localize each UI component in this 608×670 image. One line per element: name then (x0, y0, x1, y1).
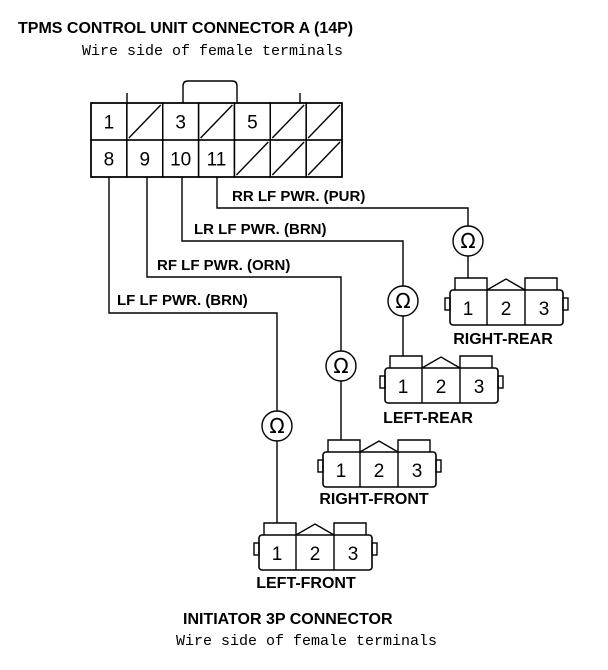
connector-tab (389, 355, 423, 368)
connector-side-key (497, 375, 504, 389)
ohm-icon (387, 285, 419, 317)
connector-side-key (444, 297, 451, 311)
footer-subtitle: Wire side of female terminals (176, 633, 437, 650)
connector-tab (454, 277, 488, 290)
connector-a-cells: 1 3 5 8 9 10 11 (90, 102, 343, 178)
initiator-label-right-rear: RIGHT-REAR (453, 331, 553, 348)
pin-3: 3 (412, 461, 423, 482)
connector-side-key (379, 375, 386, 389)
initiator-label-right-front: RIGHT-FRONT (319, 491, 429, 508)
initiator-label-left-front: LEFT-FRONT (256, 575, 356, 592)
ohm-symbol: Ω (460, 229, 475, 253)
diagram-title: TPMS CONTROL UNIT CONNECTOR A (14P) (18, 20, 353, 37)
wire-lines (108, 177, 469, 523)
ohmmeter-lf: Ω (261, 410, 293, 442)
ohm-icon (452, 225, 484, 257)
wire-label-rr: RR LF PWR. (PUR) (232, 188, 365, 205)
pin-3: 3 (539, 299, 550, 320)
connector-a-pin-3: 3 (175, 113, 186, 134)
ohm-symbol: Ω (269, 414, 284, 438)
diagram-subtitle: Wire side of female terminals (82, 43, 343, 60)
connector-a-pin-9: 9 (139, 150, 150, 171)
pin-2: 2 (436, 377, 447, 398)
connector-latch (421, 356, 461, 369)
ohm-symbol: Ω (333, 354, 348, 378)
connector-a-blank-cell (235, 141, 269, 176)
connector-side-key (562, 297, 569, 311)
pin-2: 2 (374, 461, 385, 482)
pin-2: 2 (501, 299, 512, 320)
connector-latch (295, 523, 335, 536)
initiator-left-front: 1 2 3 LEFT-FRONT (253, 522, 378, 592)
connector-a-lock-tab (182, 80, 238, 103)
connector-tab (397, 439, 431, 452)
pin-1: 1 (398, 377, 409, 398)
connector-a-blank-cell (271, 141, 305, 176)
connector-a: 1 3 5 8 9 10 11 (90, 80, 343, 178)
wire-label-lf: LF LF PWR. (BRN) (117, 292, 248, 309)
connector-a-blank-cell (128, 104, 162, 139)
connector-a-pin-5: 5 (247, 113, 258, 134)
connector-tab (333, 522, 367, 535)
wire-rf (146, 177, 342, 351)
connector-tab (263, 522, 297, 535)
initiator-label-left-rear: LEFT-REAR (383, 410, 473, 427)
connector-a-pin-10: 10 (170, 150, 191, 171)
ohm-icon (325, 350, 357, 382)
connector-a-pin-1: 1 (104, 113, 115, 134)
pin-1: 1 (336, 461, 347, 482)
pin-1: 1 (272, 544, 283, 565)
wire-label-lr: LR LF PWR. (BRN) (194, 221, 326, 238)
ohmmeter-lr: Ω (387, 285, 419, 317)
connector-tab (524, 277, 558, 290)
connector-a-blank-cell (307, 141, 341, 176)
pin-1: 1 (463, 299, 474, 320)
pin-2: 2 (310, 544, 321, 565)
connector-a-cell (305, 139, 343, 178)
wire-lr (181, 177, 404, 286)
ohm-symbol: Ω (395, 289, 410, 313)
wire-lf (108, 177, 278, 411)
wire-rr (216, 177, 469, 226)
connector-a-pin-8: 8 (104, 150, 115, 171)
connector-side-key (435, 459, 442, 473)
connector-a-blank-cell (200, 104, 233, 139)
pin-3: 3 (474, 377, 485, 398)
initiator-right-front: 1 2 3 RIGHT-FRONT (317, 439, 442, 508)
initiator-left-rear: 1 2 3 LEFT-REAR (379, 355, 504, 427)
ohm-icon (261, 410, 293, 442)
connector-a-pin-11: 11 (207, 150, 227, 171)
connector-side-key (371, 542, 378, 556)
connector-side-key (317, 459, 324, 473)
connector-latch (486, 278, 526, 291)
ohmmeter-rr: Ω (452, 225, 484, 257)
ohmmeter-rf: Ω (325, 350, 357, 382)
pin-3: 3 (348, 544, 359, 565)
connector-latch (359, 440, 399, 453)
wire-label-rf: RF LF PWR. (ORN) (157, 257, 290, 274)
connector-tab (459, 355, 493, 368)
connector-a-blank-cell (271, 104, 305, 139)
connector-tab (327, 439, 361, 452)
initiator-right-rear: 1 2 3 RIGHT-REAR (444, 277, 569, 348)
connector-side-key (253, 542, 260, 556)
connector-a-blank-cell (307, 104, 341, 139)
footer-title: INITIATOR 3P CONNECTOR (183, 611, 393, 628)
